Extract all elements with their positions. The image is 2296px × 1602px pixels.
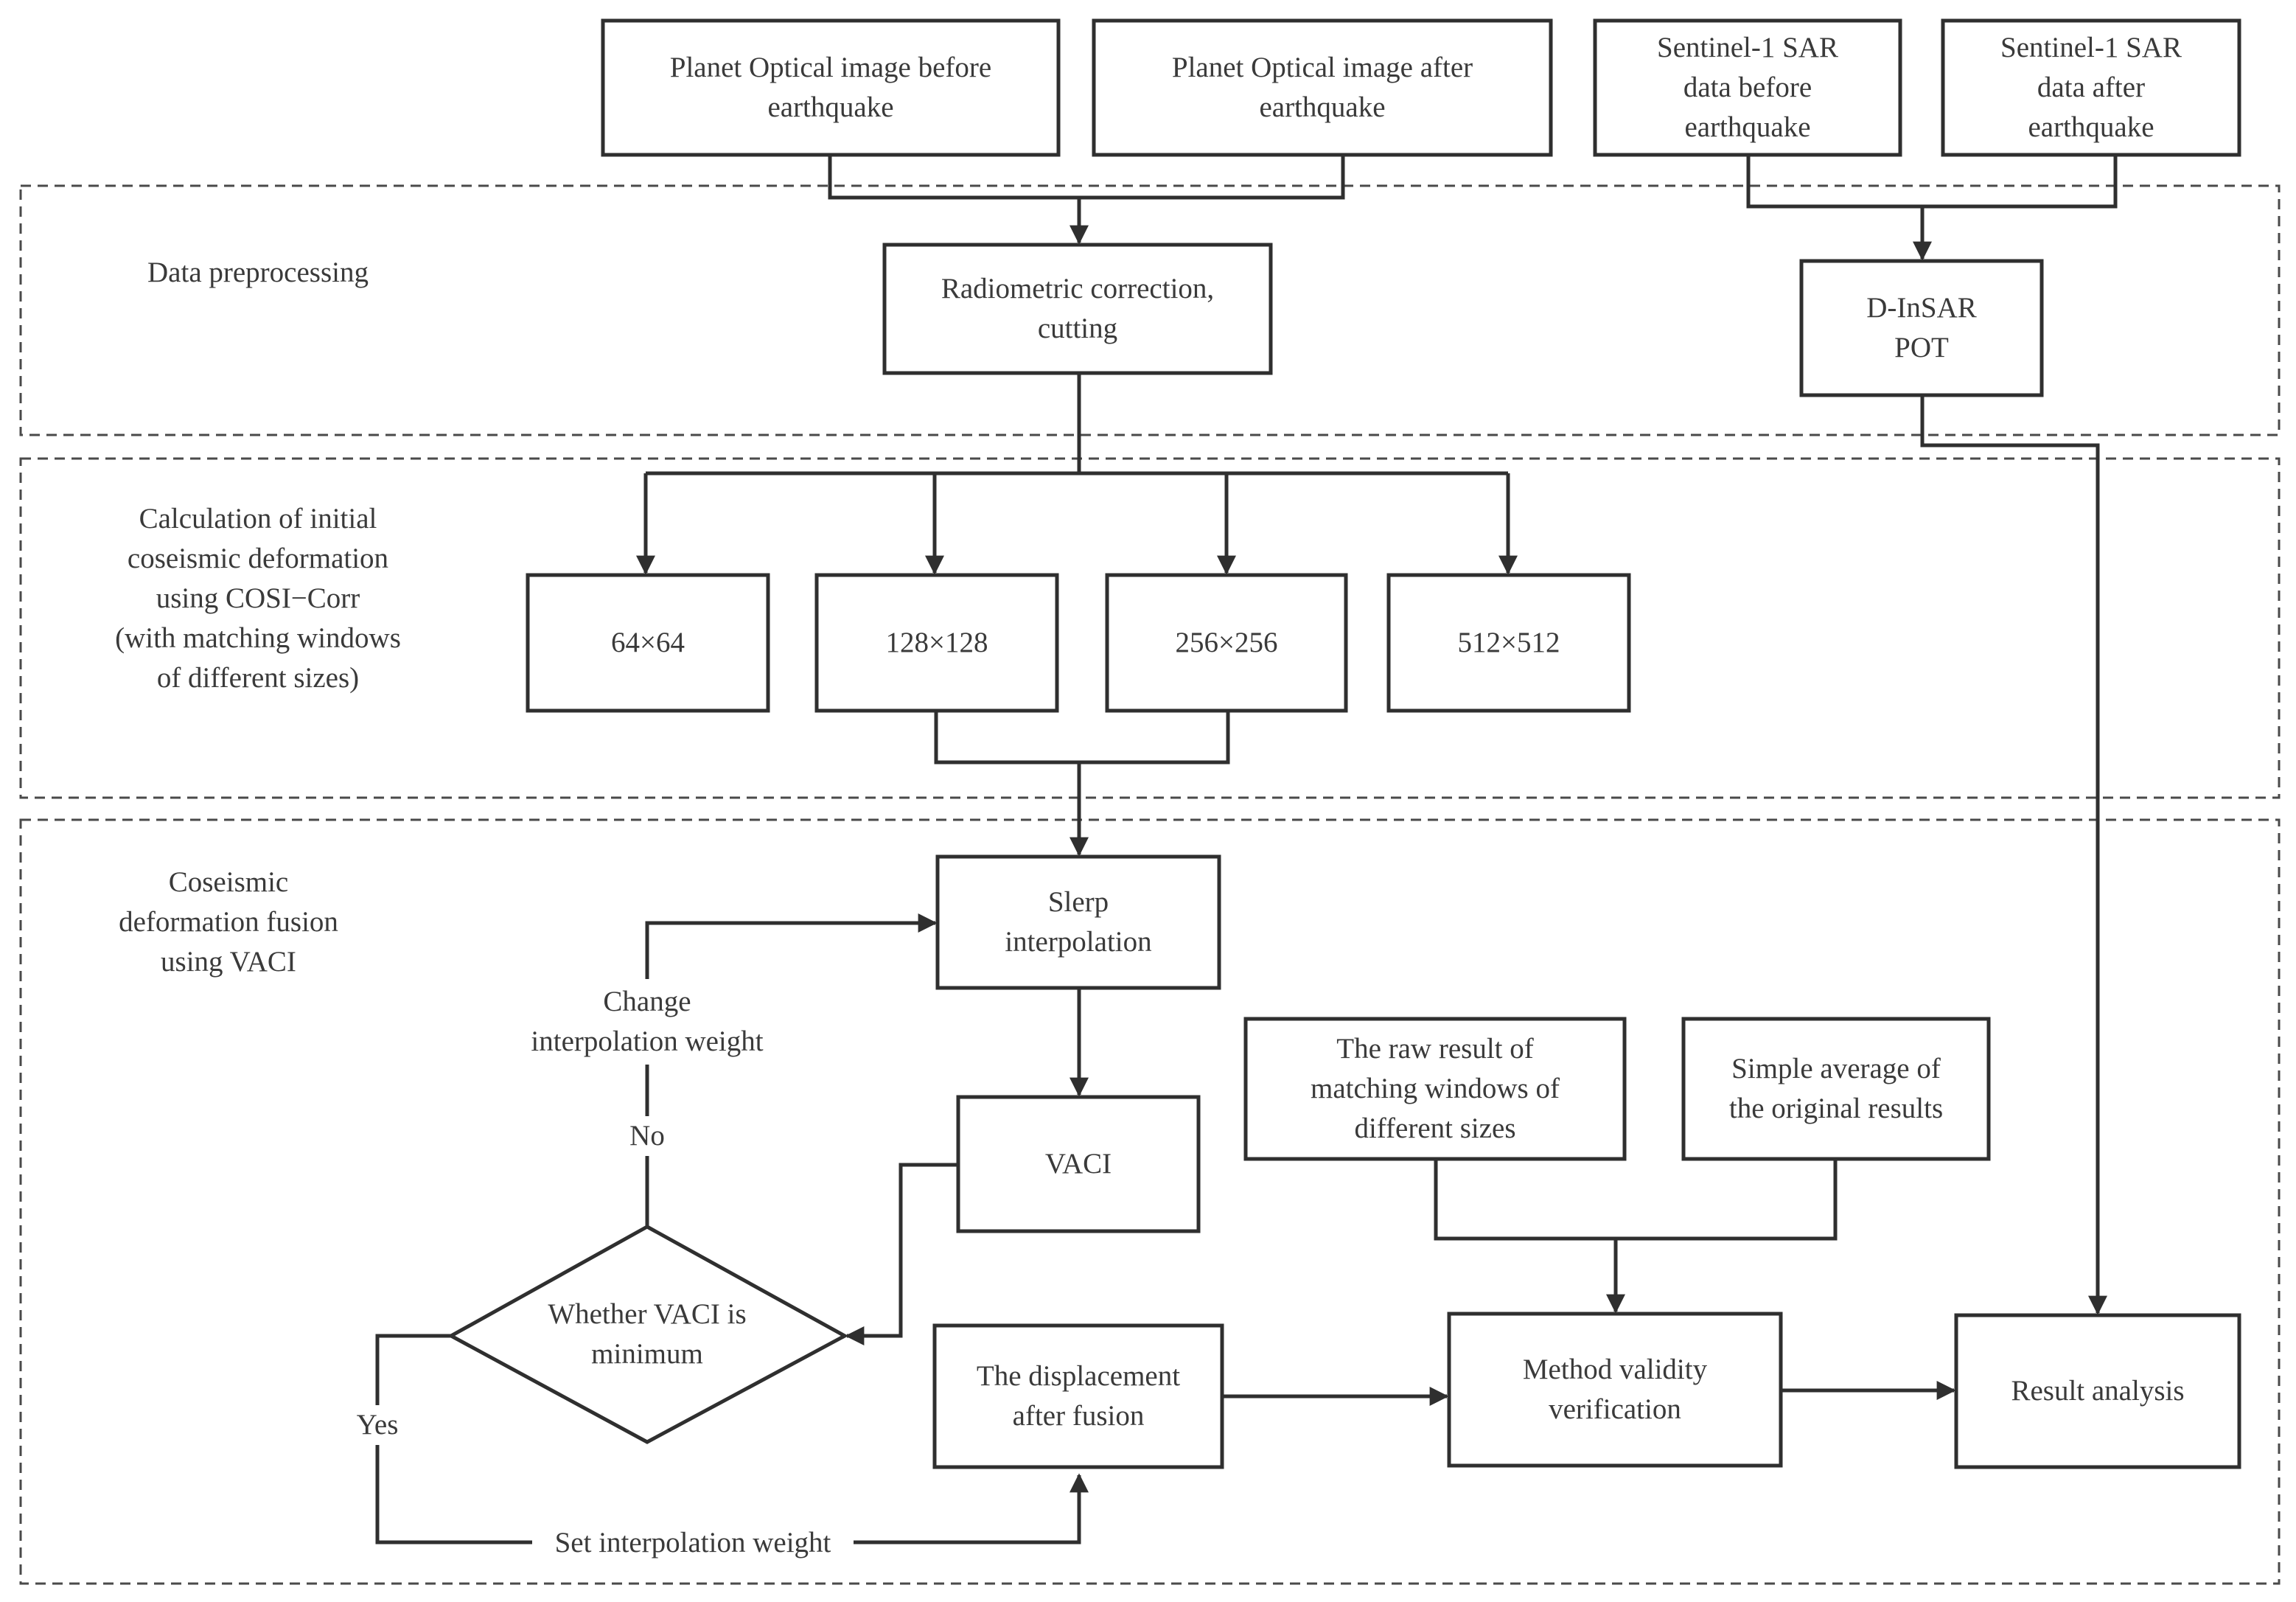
box-raw-result [1243,1017,1627,1161]
box-simple-average [1681,1017,1991,1161]
box-win512 [1386,573,1631,713]
node-planet-before: Planet Optical image before earthquake [669,52,992,123]
node-dinsar: D-InSAR POT [1866,292,1977,363]
node-slerp: Slerp interpolation [1005,886,1152,958]
box-win128 [814,573,1059,713]
section-title-cosi-corr: Calculation of initial coseismic deforma… [115,503,401,694]
edge-label-change-weight: Change interpolation weight [506,979,789,1065]
section-title-fusion: Coseismic deformation fusion using VACI [119,866,338,978]
edge-sar-merge [1746,155,2118,209]
node-sar-before: Sentinel-1 SAR data before earthquake [1657,32,1838,143]
box-displacement [932,1323,1224,1469]
box-validity [1447,1312,1783,1468]
edge-decision-yes [375,1334,1089,1544]
edge-label-yes: Yes [346,1405,408,1445]
edge-windows-merge [934,711,1230,765]
node-decision: Whether VACI is minimum [548,1298,747,1370]
box-vaci [956,1095,1201,1233]
box-sar-after [1941,18,2241,157]
box-result [1954,1313,2241,1469]
section-frame-fusion [19,818,2281,1585]
node-simple-average: Simple average of the original results [1728,1053,1944,1124]
edge-label-no: No [618,1116,677,1156]
box-win64 [526,573,770,713]
section-frame-cosi-corr [19,457,2281,799]
box-sar-before [1593,18,1902,157]
node-win256: 256×256 [1175,627,1278,658]
box-planet-after [1092,18,1553,157]
edge-decision-no [645,913,938,1227]
node-planet-after: Planet Optical image after earthquake [1171,52,1473,123]
node-sar-after: Sentinel-1 SAR data after earthquake [2000,32,2182,143]
section-title-preprocessing: Data preprocessing [147,257,369,288]
edge-label-set-weight: Set interpolation weight [532,1523,854,1563]
edge-planet-merge [828,155,1345,200]
box-win256 [1105,573,1348,713]
edge-dinsar-to-result [1920,395,2107,1315]
node-win64: 64×64 [611,627,685,658]
node-win512: 512×512 [1457,627,1560,658]
box-planet-before [601,18,1061,157]
node-raw-result: The raw result of matching windows of di… [1311,1033,1560,1144]
edge-vaci-to-decision [845,1163,958,1345]
edge-comparisons-merge [1434,1159,1838,1241]
node-radiometric: Radiometric correction, cutting [941,273,1215,344]
node-displacement: The displacement after fusion [976,1360,1181,1432]
node-validity: Method validity verification [1522,1354,1708,1425]
node-vaci: VACI [1044,1148,1112,1180]
node-win128: 128×128 [885,627,988,658]
node-result: Result analysis [2011,1375,2185,1407]
diamond-decision [447,1225,849,1444]
section-frame-preprocessing [19,184,2281,436]
